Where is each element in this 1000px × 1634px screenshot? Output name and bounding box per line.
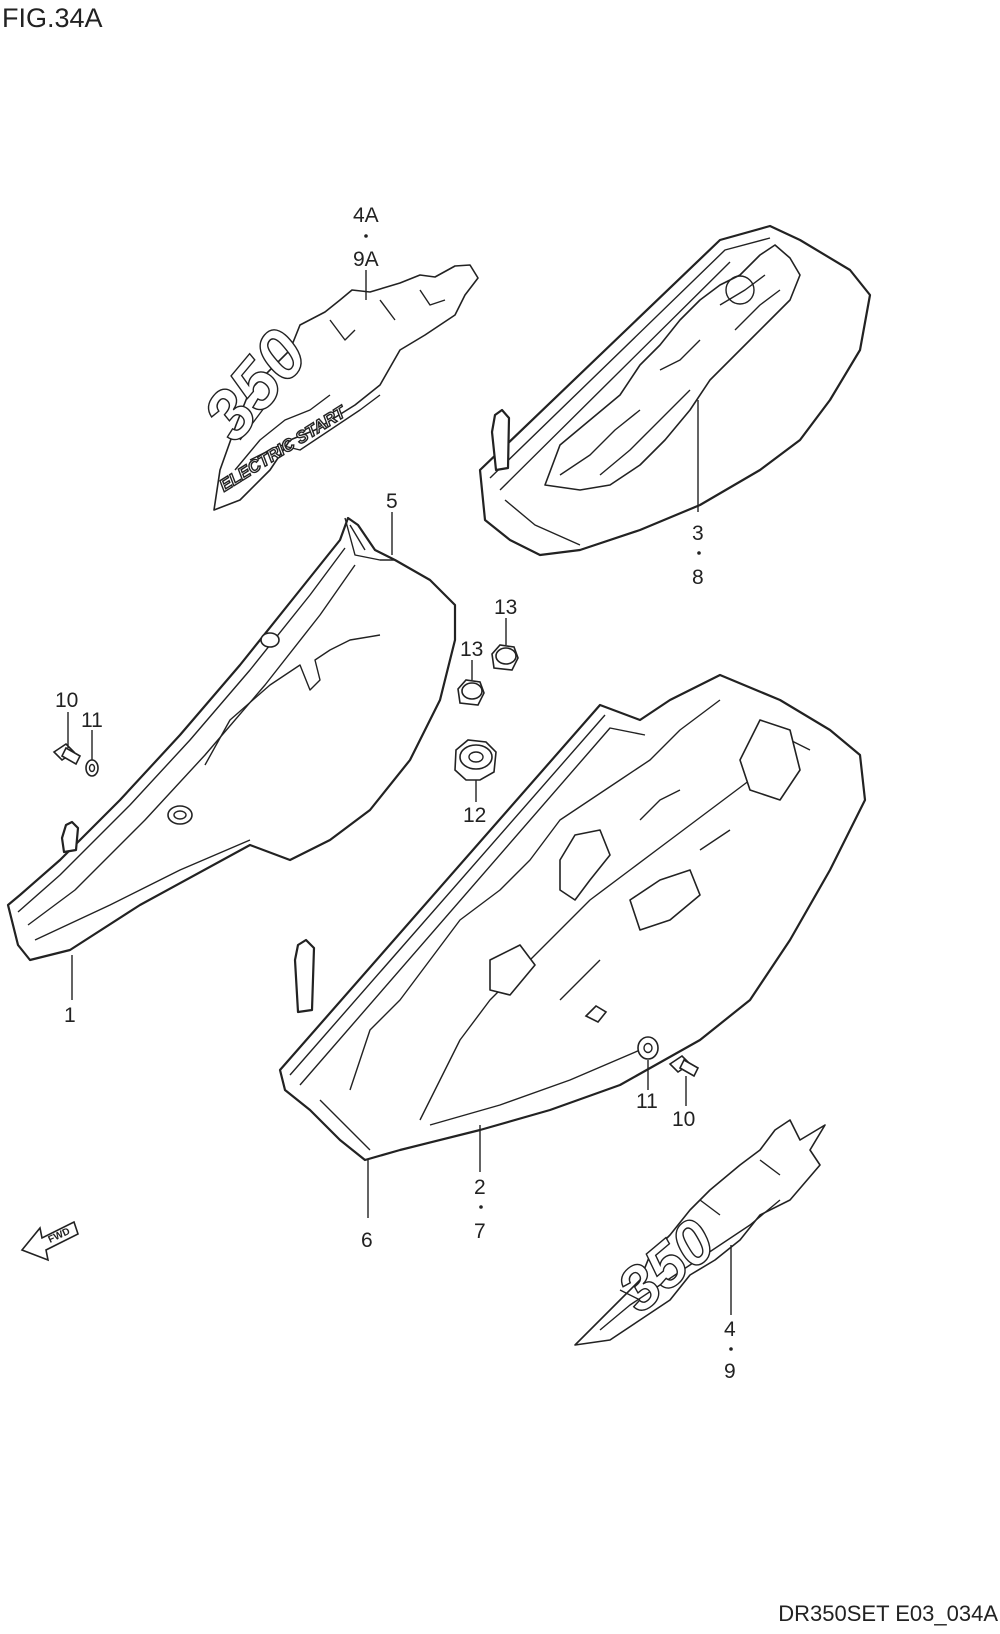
frame-cover-right-upper <box>478 224 872 557</box>
grommet-13-upper <box>491 644 519 671</box>
callout-12: 12 <box>463 804 486 827</box>
washer-11-right <box>637 1036 659 1060</box>
callout-9a: 9A <box>353 248 379 271</box>
callout-3: 3 <box>692 522 704 545</box>
decal-350-lower: 350 <box>574 1119 826 1346</box>
callout-4: 4 <box>724 1318 736 1341</box>
decal-electric-start: 350 ELECTRIC START <box>187 264 479 511</box>
callout-13-upper: 13 <box>494 596 517 619</box>
callout-2: 2 <box>474 1176 486 1199</box>
grommet-13-lower <box>457 679 485 706</box>
screw-10-right <box>668 1054 700 1078</box>
callout-9: 9 <box>724 1360 736 1383</box>
fwd-arrow-icon: FWD <box>20 1220 79 1262</box>
figure-title: FIG.34A <box>2 3 103 33</box>
callout-10-right: 10 <box>672 1108 695 1131</box>
callout-10-left: 10 <box>55 689 78 712</box>
cushion-12 <box>454 739 497 781</box>
callout-5: 5 <box>386 490 398 513</box>
callout-1: 1 <box>64 1004 76 1027</box>
frame-cover-left <box>6 516 457 962</box>
figure-code: DR350SET E03_034A <box>778 1601 998 1626</box>
washer-11-left <box>85 759 99 777</box>
callout-4a: 4A <box>353 204 379 227</box>
callout-6: 6 <box>361 1229 373 1252</box>
callout-8: 8 <box>692 566 704 589</box>
frame-cover-right-lower <box>278 673 867 1162</box>
screw-10-left <box>52 742 82 766</box>
callout-13-lower: 13 <box>460 638 483 661</box>
callout-11-right: 11 <box>636 1090 658 1113</box>
callout-7: 7 <box>474 1220 486 1243</box>
callout-11-left: 11 <box>81 709 103 732</box>
